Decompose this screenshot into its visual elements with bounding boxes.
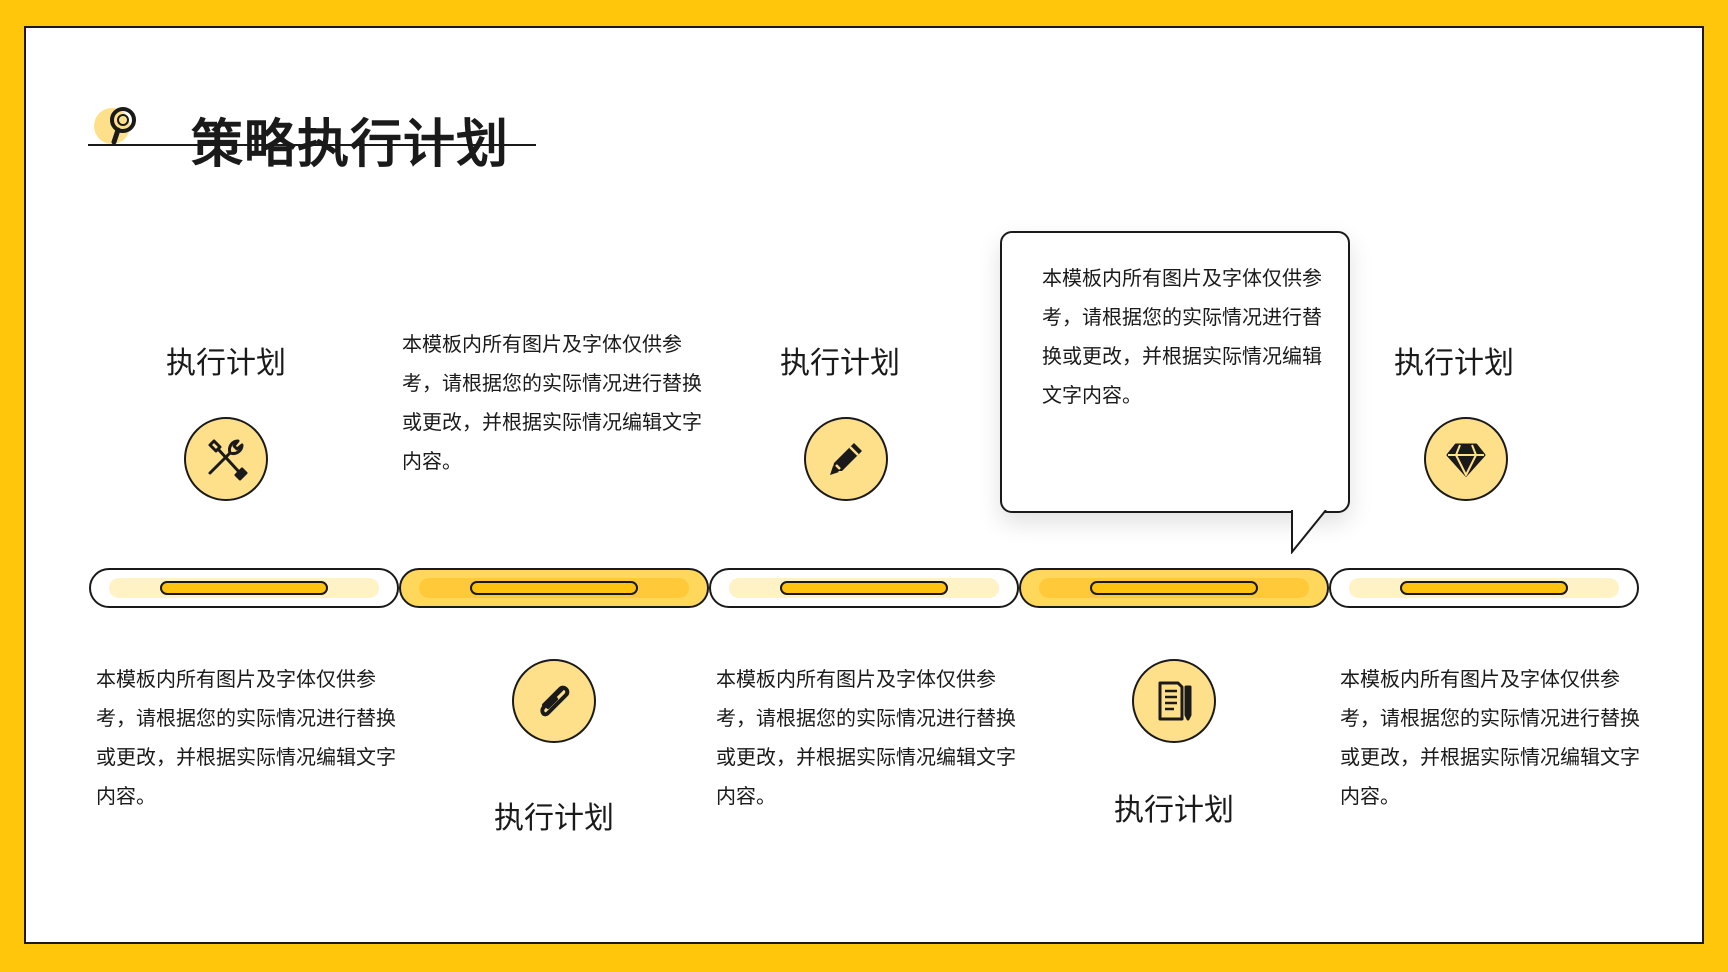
- item-4-description: 本模板内所有图片及字体仅供参考，请根据您的实际情况进行替换或更改，并根据实际情况…: [1042, 266, 1322, 407]
- item-2-label: 执行计划: [494, 801, 614, 836]
- item-3-icon-circle: [804, 417, 888, 501]
- item-5-description: 本模板内所有图片及字体仅供参考，请根据您的实际情况进行替换或更改，并根据实际情况…: [1340, 667, 1640, 808]
- speech-bubble: 本模板内所有图片及字体仅供参考，请根据您的实际情况进行替换或更改，并根据实际情况…: [1000, 231, 1350, 513]
- item-3-description: 本模板内所有图片及字体仅供参考，请根据您的实际情况进行替换或更改，并根据实际情况…: [716, 667, 1016, 808]
- item-5-label: 执行计划: [1394, 346, 1514, 381]
- item-5-icon-circle: [1424, 417, 1508, 501]
- timeline-segment-1: [89, 568, 399, 608]
- page-title: 策略执行计划: [191, 115, 510, 175]
- item-4-icon-circle: [1132, 659, 1216, 743]
- diamond-icon: [1446, 443, 1486, 477]
- pencil-icon: [830, 443, 862, 475]
- title-underline: [88, 144, 536, 146]
- timeline-segment-4: [1019, 568, 1329, 608]
- timeline-segment-5: [1329, 568, 1639, 608]
- item-3-label: 执行计划: [780, 346, 900, 381]
- document-icon: [1158, 681, 1192, 721]
- timeline-segment-3: [709, 568, 1019, 608]
- item-1-icon-circle: [184, 417, 268, 501]
- speech-bubble-tail: [1291, 510, 1327, 554]
- item-1-label: 执行计划: [166, 346, 286, 381]
- item-2-icon-circle: [512, 659, 596, 743]
- magnifier-icon: [94, 107, 136, 145]
- tools-icon: [208, 439, 248, 481]
- slide: 策略执行计划 执行计划 本模板内所有图片及字体仅供参考，请根据您的实际情况进行替…: [24, 26, 1704, 944]
- paperclip-icon: [540, 685, 570, 717]
- item-2-description: 本模板内所有图片及字体仅供参考，请根据您的实际情况进行替换或更改，并根据实际情况…: [402, 332, 702, 473]
- item-4-label: 执行计划: [1114, 793, 1234, 828]
- item-1-description: 本模板内所有图片及字体仅供参考，请根据您的实际情况进行替换或更改，并根据实际情况…: [96, 667, 396, 808]
- timeline-segment-2: [399, 568, 709, 608]
